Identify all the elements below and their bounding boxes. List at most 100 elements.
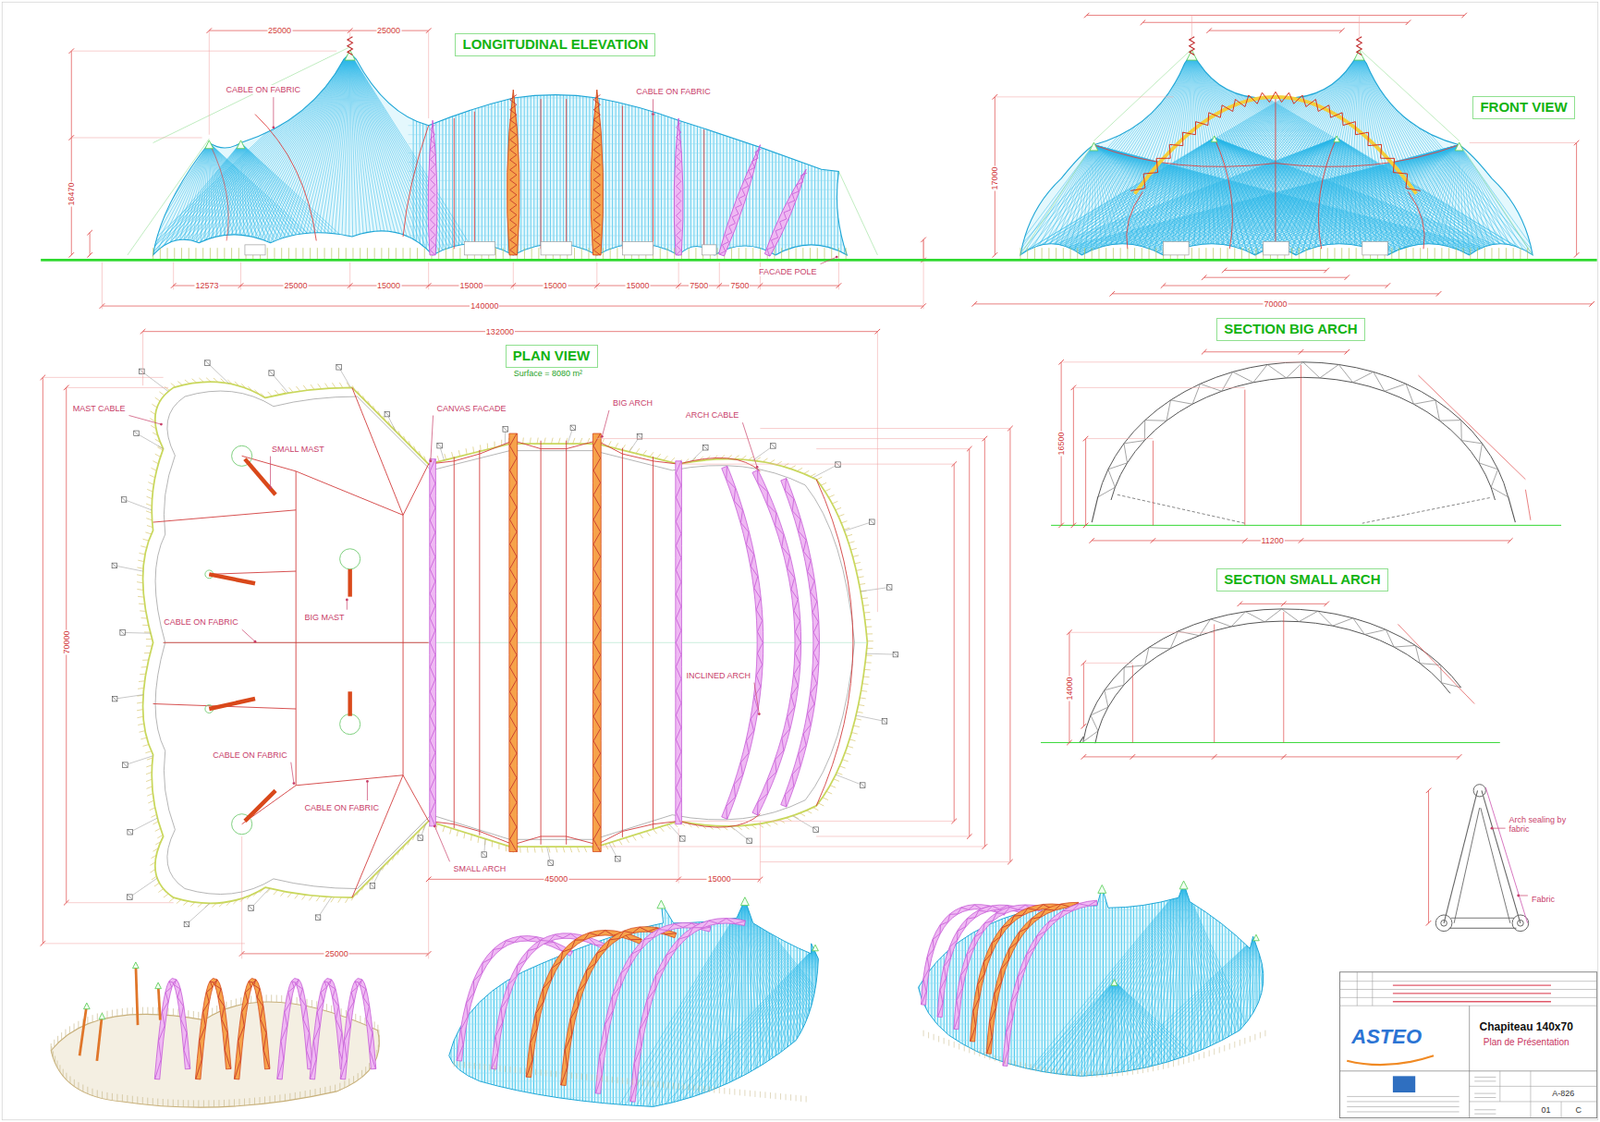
dimension-line [1428, 790, 1430, 923]
facade-pole [279, 1094, 281, 1102]
facade-pole [126, 1007, 128, 1015]
facade-pole [1191, 247, 1193, 260]
fabric-seam [350, 52, 480, 260]
facade-pole [694, 823, 699, 829]
facade-pole [374, 1021, 376, 1029]
fabric-cable [678, 814, 760, 828]
mesh-line [833, 40, 835, 260]
facade-pole [541, 846, 543, 853]
facade-pole [855, 569, 862, 571]
facade-pole [317, 247, 318, 260]
facade-pole [309, 247, 311, 260]
facade-pole [502, 247, 504, 260]
mesh-line [413, 40, 415, 260]
pin-joint [1435, 915, 1453, 932]
dimension-tick [1221, 268, 1228, 274]
inclined-arch-lattice [719, 148, 762, 255]
small-arch [340, 978, 377, 1080]
facade-pole [656, 453, 660, 459]
dimension-tick [1130, 754, 1136, 760]
facade-pole [183, 1099, 184, 1108]
mast-head [1333, 135, 1341, 143]
facade-pole [122, 1008, 123, 1016]
fabric-cable [255, 114, 317, 242]
guy-cable [135, 433, 163, 450]
facade-pole [86, 1087, 88, 1095]
facade-pole [610, 247, 611, 260]
mesh-line [475, 40, 477, 260]
fabric-sealing [1485, 787, 1527, 924]
facade-pole [132, 1096, 134, 1104]
small-arch [309, 978, 346, 1080]
facade-pole [146, 771, 152, 774]
dimension-tick [1574, 252, 1580, 258]
fabric-cable [703, 129, 705, 249]
dimension-tick [717, 282, 723, 289]
mast [208, 698, 256, 709]
facade-pole [1026, 247, 1028, 260]
facade-pole [403, 247, 404, 260]
extension-line [597, 438, 986, 440]
facade-pole [142, 1007, 144, 1015]
dimension-line [42, 377, 44, 944]
facade-pole [145, 532, 151, 535]
facade-pole [155, 842, 161, 845]
facade-pole [264, 1096, 266, 1104]
mesh-line [637, 40, 639, 260]
facade-pole [259, 888, 265, 893]
mesh-line [611, 40, 613, 260]
fabric-seam [163, 143, 242, 261]
facade-pole [826, 791, 832, 794]
fabric-seam [230, 52, 350, 260]
fabric-seam [1170, 137, 1337, 264]
fabric-seam [745, 899, 803, 1117]
small-arch-section [1040, 601, 1501, 760]
ground-anchor [417, 835, 424, 842]
facade-pole [246, 894, 252, 900]
extension-line [427, 30, 429, 119]
facade-pole [861, 597, 868, 599]
truss-chord [1083, 609, 1462, 743]
facade-pole [345, 897, 349, 904]
ground-anchor [139, 368, 146, 375]
fabric-seam [1207, 137, 1337, 264]
dimension-line [1087, 14, 1465, 16]
fabric-cable [565, 98, 567, 249]
facade-pole [325, 383, 330, 389]
small-arch [427, 120, 438, 256]
facade-pole [772, 821, 779, 826]
fabric-seam [1214, 137, 1527, 264]
facade-pole [172, 1008, 174, 1016]
dimension-line [1083, 756, 1459, 758]
fabric-seam [136, 52, 351, 260]
facade-pole [132, 1007, 134, 1015]
mesh-line [658, 40, 660, 260]
fabric-seam [350, 52, 411, 260]
guy-cable [271, 373, 289, 394]
fabric-seam [745, 899, 845, 1117]
guy-cable [844, 522, 873, 532]
facade-pole [227, 379, 233, 385]
facade-pole [163, 893, 169, 898]
facade-pole [845, 247, 847, 260]
mesh-line [445, 40, 447, 260]
facade-pole [59, 1064, 61, 1073]
dimension-line [1575, 143, 1577, 256]
facade-pole [744, 825, 749, 830]
mesh-line [840, 40, 842, 260]
facade-pole [334, 1085, 336, 1093]
fabric-seam [1214, 137, 1532, 264]
fabric-seam [283, 52, 351, 260]
fabric-seam [1066, 145, 1095, 264]
extension-line [1083, 662, 1133, 664]
facade-pole [354, 1013, 356, 1022]
facade-pole [294, 893, 299, 899]
ground-anchor [139, 368, 146, 375]
dimension-tick [1405, 20, 1412, 26]
guy-cable [124, 756, 153, 766]
facade-pole [365, 1066, 367, 1075]
facade-pole [424, 456, 428, 463]
dimension-tick [1507, 537, 1514, 544]
facade-pole [149, 869, 156, 874]
dimension-line [101, 305, 924, 307]
